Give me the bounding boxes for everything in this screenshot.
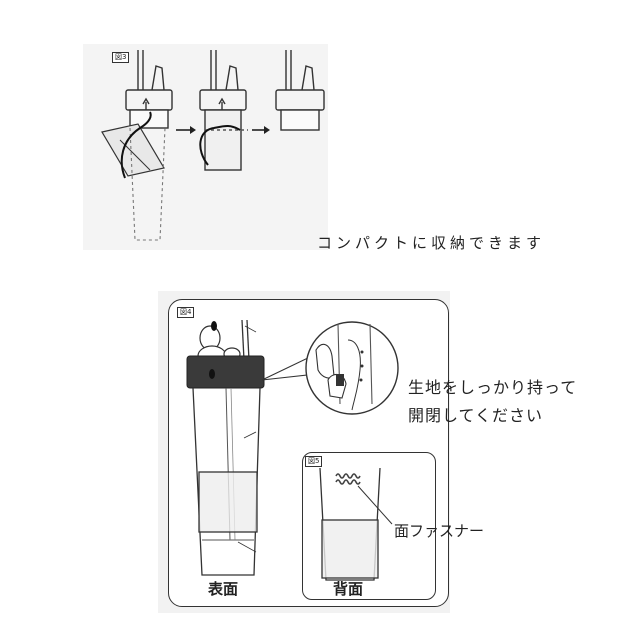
figure5-tag: 図5 (305, 456, 323, 467)
fig4-lid (186, 355, 265, 389)
figure3-caption: コンパクトに収納できます (317, 234, 546, 252)
fig4-zoom-callout (261, 321, 399, 415)
fig3-step1-bag (101, 111, 166, 241)
label-back: 背面 (333, 580, 364, 598)
fig4-straw (241, 319, 250, 361)
fig4-cup-body (192, 325, 261, 576)
instruction-line-1: 生地をしっかり持って (408, 378, 578, 397)
label-front: 表面 (208, 580, 239, 598)
fig3-step3-cup (275, 50, 325, 131)
fig5-cup-back (319, 467, 393, 581)
label-hook-and-loop-fastener: 面ファスナー (394, 522, 485, 540)
instruction-line-2: 開閉してください (408, 406, 544, 425)
fig3-step2-cup (199, 50, 248, 171)
fig3-step1-cup (125, 50, 173, 129)
fig3-arrow-1 (176, 126, 196, 134)
figure3-tag: 図3 (112, 52, 130, 63)
fig3-arrow-2 (252, 126, 270, 134)
figure4-tag: 図4 (177, 307, 195, 318)
